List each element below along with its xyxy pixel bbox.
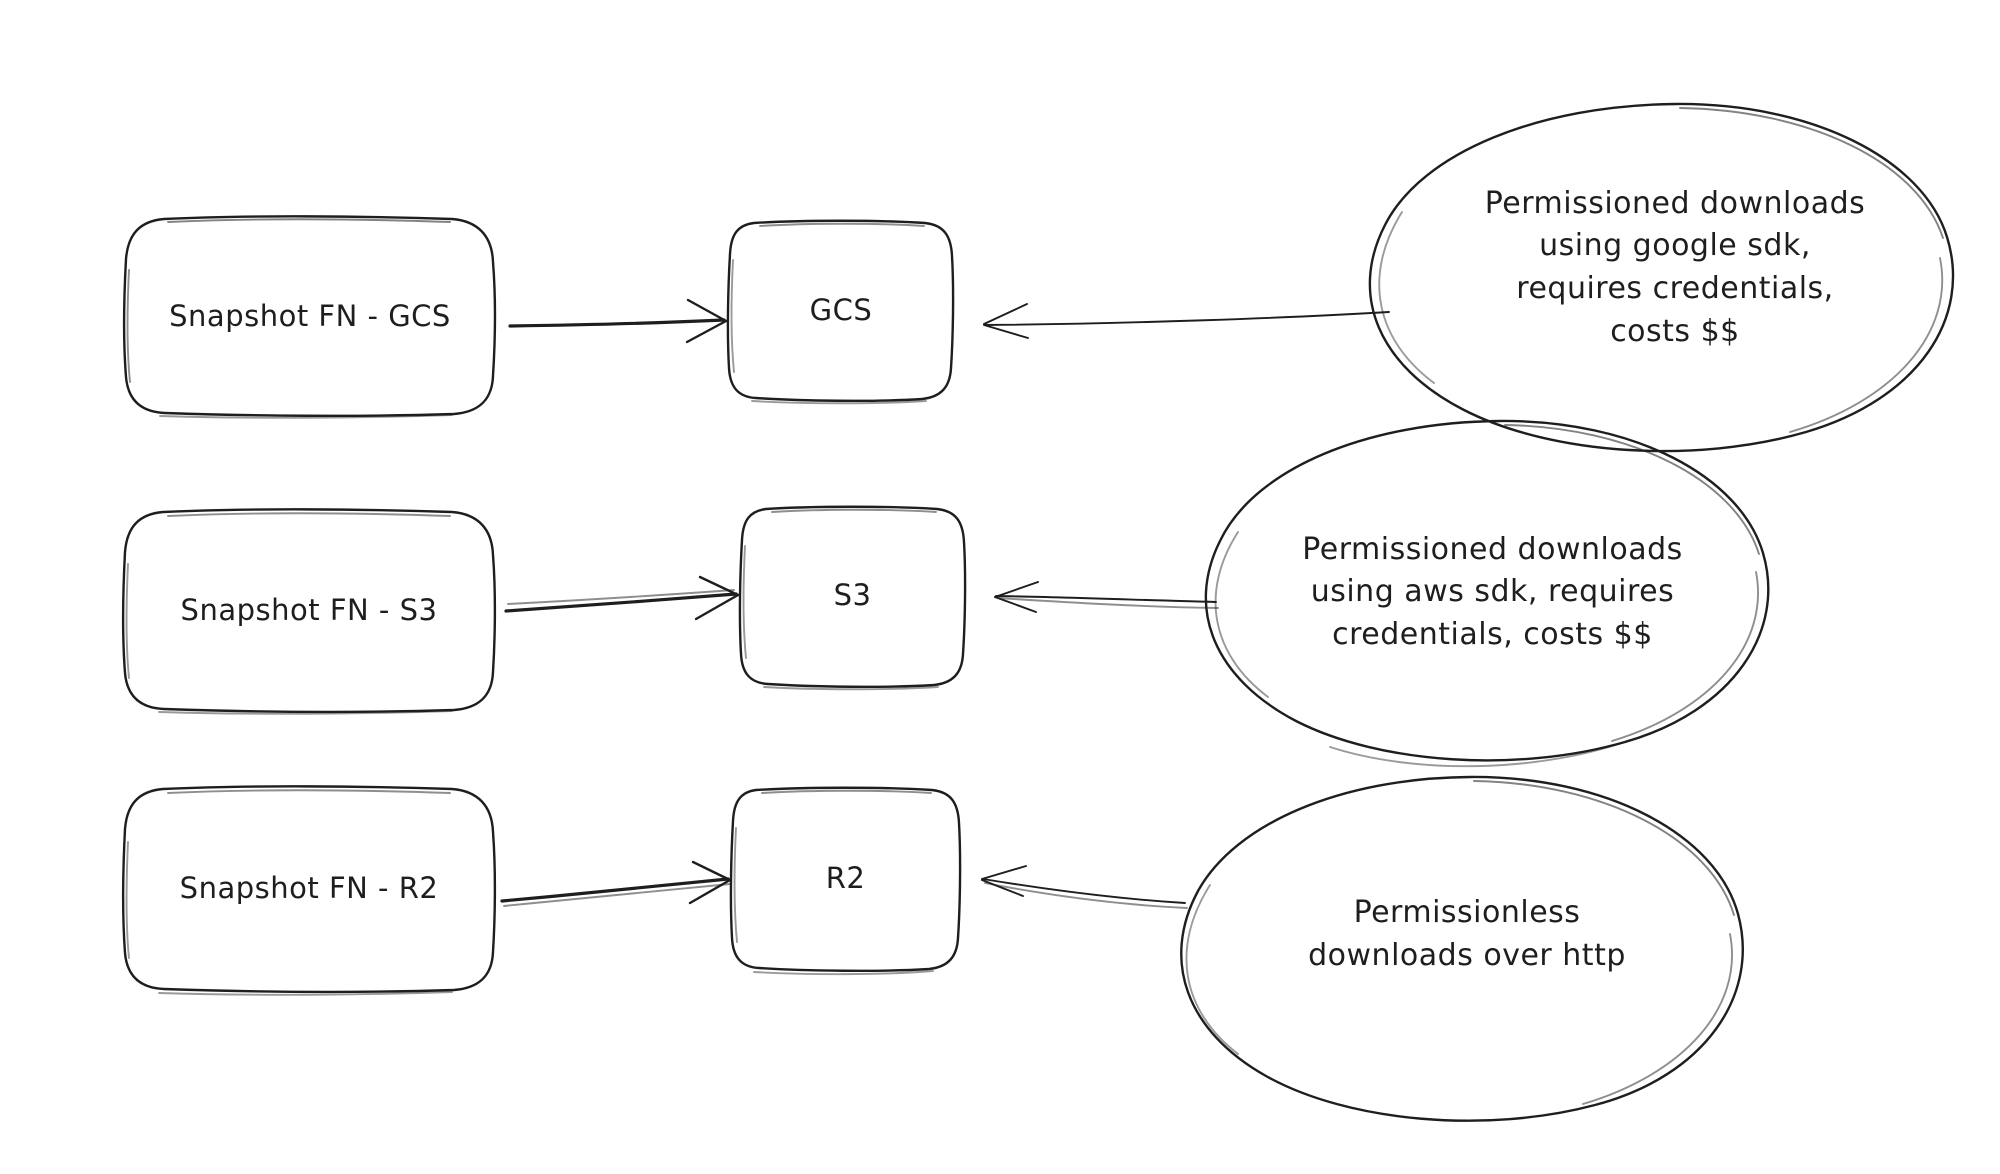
- snapshot-fn-gcs-label[interactable]: Snapshot FN - GCS: [169, 299, 451, 334]
- r2-store-label[interactable]: R2: [825, 861, 866, 896]
- r2-note-label[interactable]: Permissionless downloads over http: [1308, 895, 1626, 973]
- arrow-r2-note-to-r2[interactable]: [981, 865, 1188, 909]
- arrow-snapshot-fn-s3-to-s3[interactable]: [504, 575, 740, 621]
- gcs-note-label[interactable]: Permissioned downloads using google sdk,…: [1484, 185, 1866, 349]
- snapshot-fn-s3-label[interactable]: Snapshot FN - S3: [180, 593, 438, 628]
- s3-note-label[interactable]: Permissioned downloads using aws sdk, re…: [1302, 531, 1683, 652]
- arrow-snapshot-fn-r2-to-r2[interactable]: [500, 860, 732, 907]
- snapshot-fn-r2-label[interactable]: Snapshot FN - R2: [179, 871, 439, 906]
- gcs-store-label[interactable]: GCS: [809, 293, 873, 328]
- arrow-snapshot-fn-gcs-to-gcs[interactable]: [508, 298, 728, 344]
- arrow-s3-note-to-s3[interactable]: [994, 581, 1219, 613]
- arrow-gcs-note-to-gcs[interactable]: [983, 303, 1390, 339]
- s3-store-label[interactable]: S3: [833, 578, 872, 613]
